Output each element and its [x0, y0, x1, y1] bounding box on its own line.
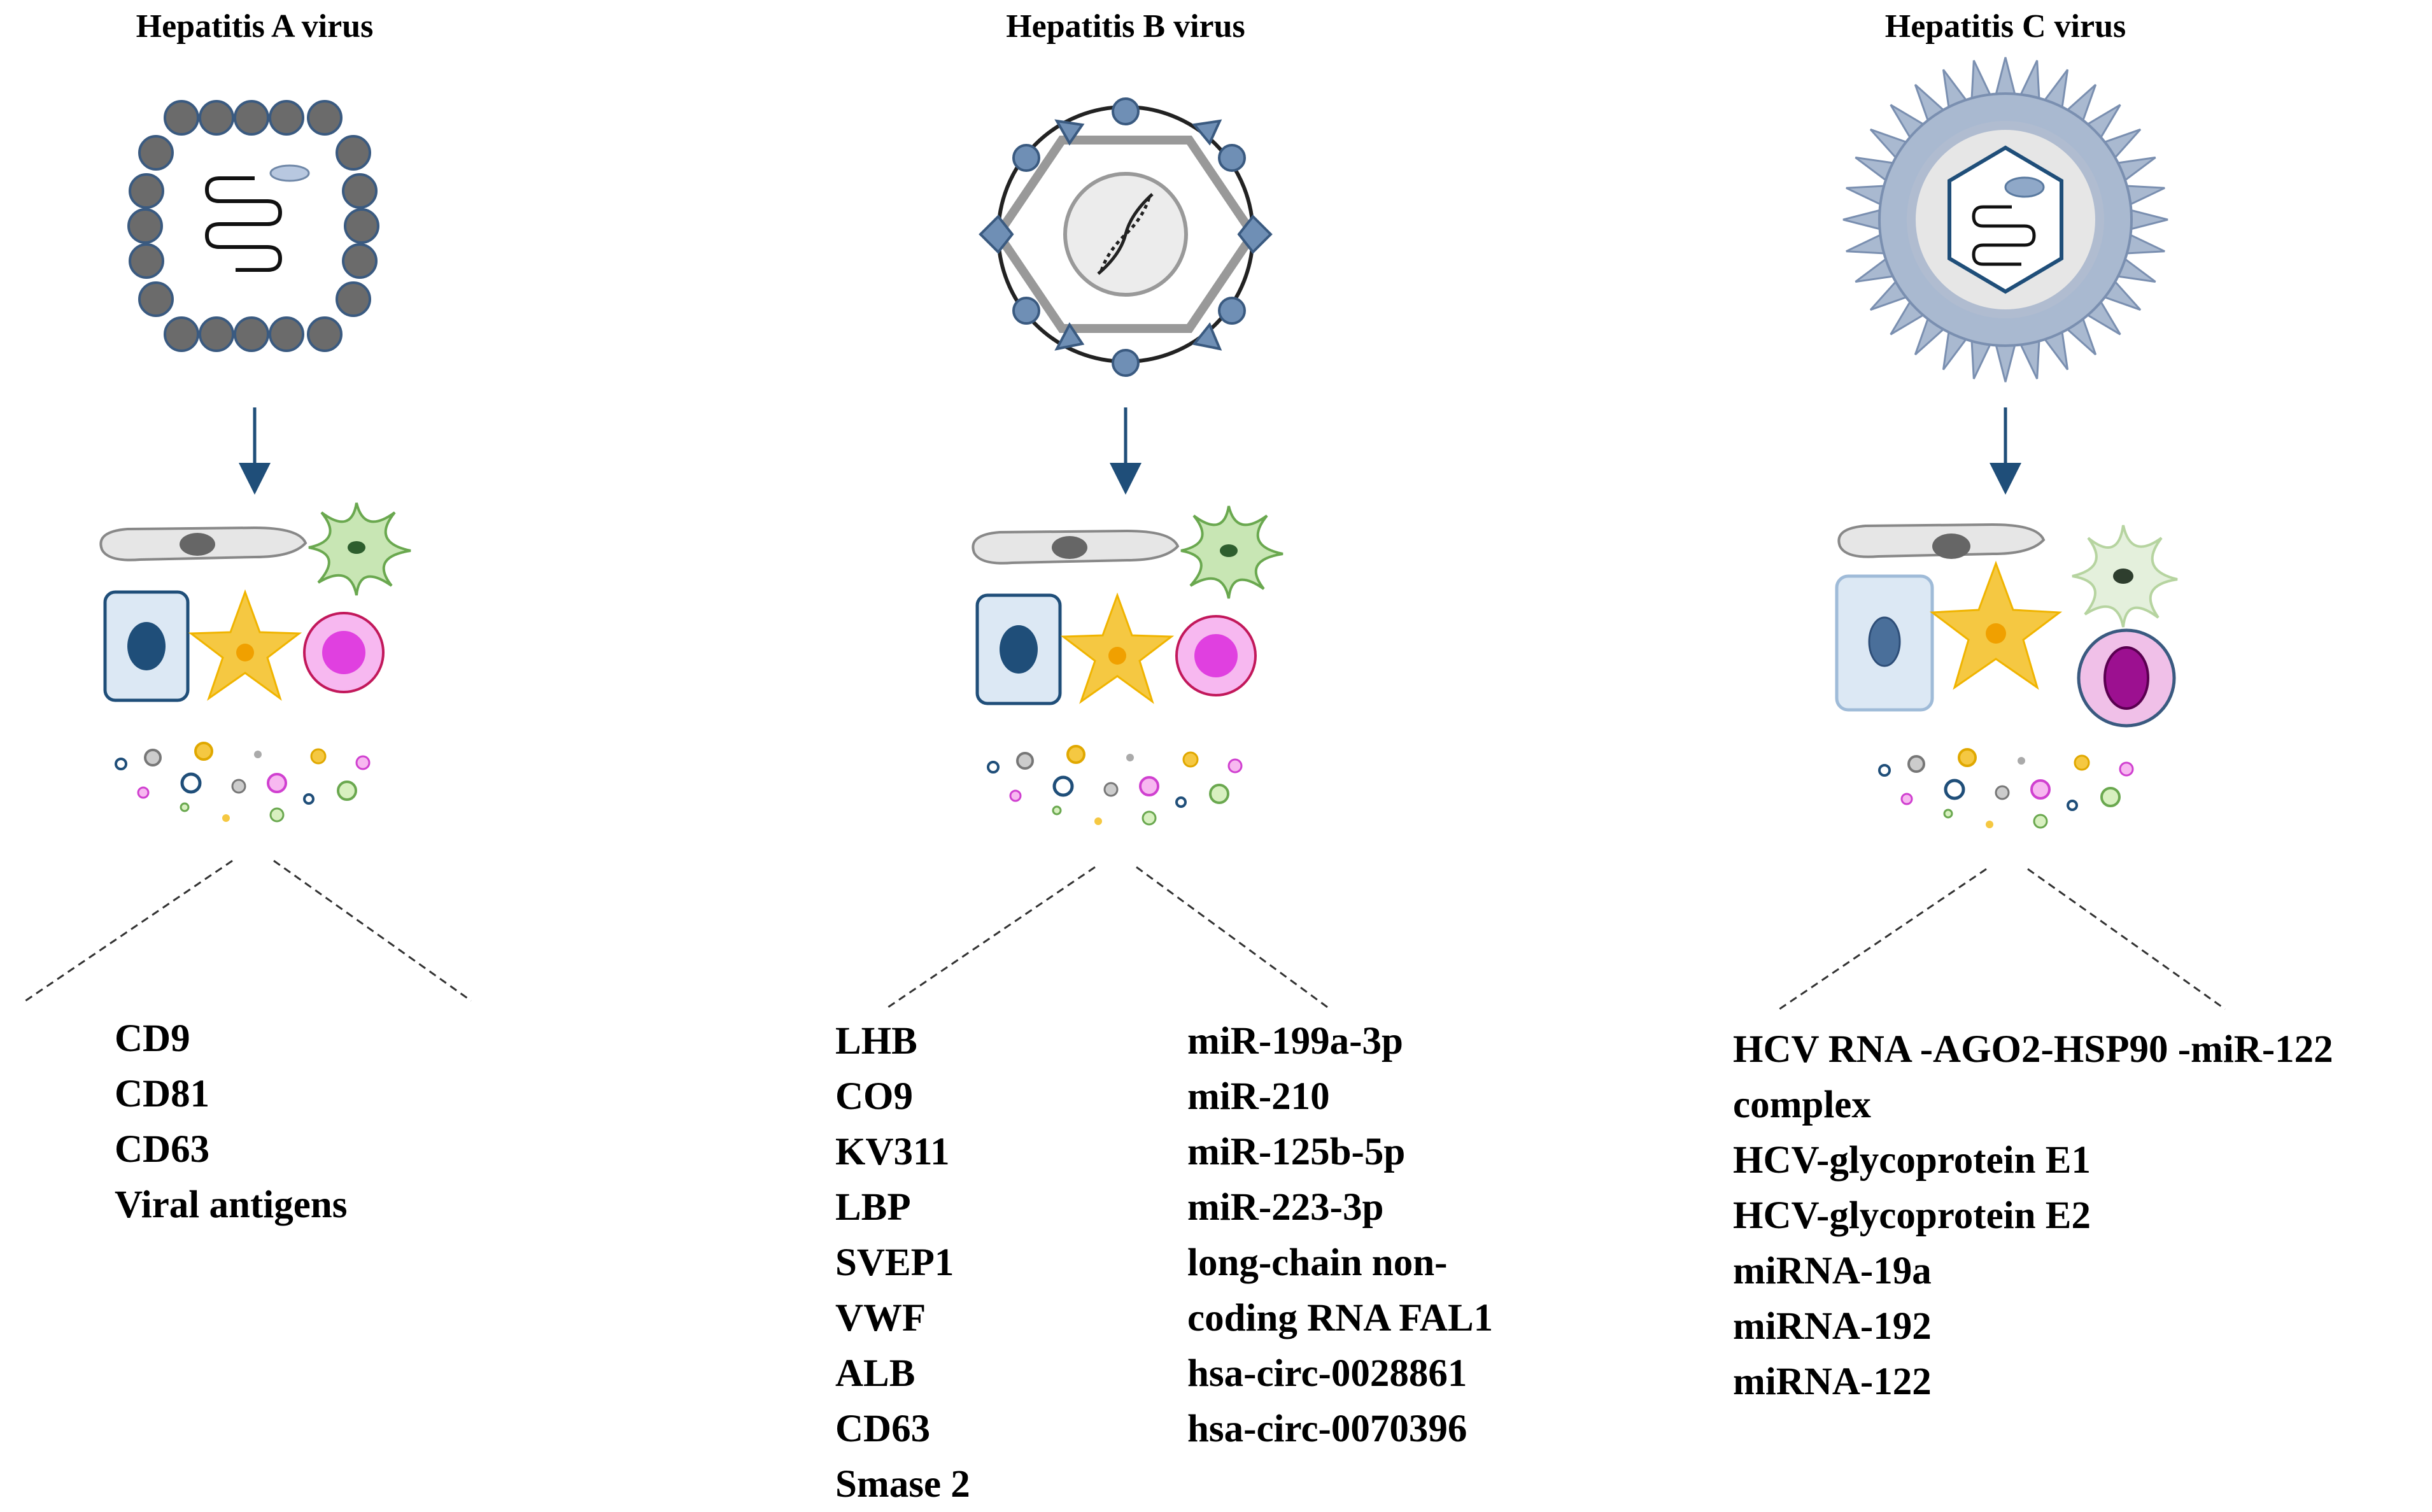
hcv-title: Hepatitis C virus	[1884, 8, 2126, 45]
hav-virus-icon	[127, 100, 379, 352]
hav-marker-list: CD9 CD81 CD63 Viral antigens	[115, 1011, 347, 1233]
list-item: Viral antigens	[115, 1183, 348, 1226]
list-item: long-chain non-coding RNA FAL1	[1187, 1241, 1494, 1339]
list-item: SVEP1	[835, 1241, 954, 1284]
list-item: VWF	[835, 1297, 926, 1339]
hcv-exosomes	[1879, 749, 2133, 828]
list-item: CD9	[115, 1017, 190, 1060]
list-item: KV311	[835, 1131, 950, 1173]
list-item: miRNA-19a	[1733, 1250, 1932, 1292]
hbv-marker-list-left: LHB CO9 KV311 LBP SVEP1 VWF ALB CD63 Sma…	[835, 1014, 970, 1512]
hav-dashed-line-left	[25, 859, 233, 1002]
hbv-cell-types	[973, 506, 1283, 703]
list-item: miR-125b-5p	[1187, 1131, 1406, 1173]
hbv-title: Hepatitis B virus	[1006, 8, 1245, 45]
hbv-dashed-line-right	[1136, 866, 1328, 1008]
hbv-dashed-line-left	[887, 866, 1096, 1008]
hav-dashed-line-right	[273, 859, 472, 1002]
list-item: CD63	[835, 1408, 931, 1450]
list-item: miRNA-122	[1733, 1360, 1932, 1403]
hcv-dashed-line-right	[2027, 868, 2226, 1010]
list-item: miR-223-3p	[1187, 1186, 1384, 1229]
hcv-cell-types	[1835, 523, 2178, 728]
hcv-marker-list: HCV RNA -AGO2-HSP90 -miR-122 complex HCV…	[1733, 1022, 2414, 1410]
hav-cell-types	[101, 503, 411, 700]
hcv-virus-icon	[1842, 57, 2168, 383]
hbv-exosomes	[988, 746, 1241, 825]
hbv-virus-icon	[979, 97, 1273, 377]
list-item: LHB	[835, 1020, 917, 1063]
list-item: LBP	[835, 1186, 911, 1229]
list-item: ALB	[835, 1352, 916, 1395]
list-item: CO9	[835, 1075, 913, 1118]
list-item: HCV-glycoprotein E2	[1733, 1194, 2091, 1237]
list-item: HCV-glycoprotein E1	[1733, 1139, 2091, 1182]
list-item: miRNA-192	[1733, 1305, 1932, 1348]
list-item: HCV RNA -AGO2-HSP90 -miR-122 complex	[1733, 1028, 2333, 1126]
hav-exosomes	[116, 743, 369, 822]
hav-title: Hepatitis A virus	[136, 8, 374, 45]
list-item: miR-199a-3p	[1187, 1020, 1403, 1063]
hbv-marker-list-right: miR-199a-3p miR-210 miR-125b-5p miR-223-…	[1187, 1014, 1582, 1457]
list-item: hsa-circ-0028861	[1187, 1352, 1467, 1395]
list-item: Smase 2	[835, 1463, 970, 1506]
list-item: miR-210	[1187, 1075, 1330, 1118]
list-item: CD81	[115, 1073, 210, 1115]
list-item: hsa-circ-0070396	[1187, 1408, 1467, 1450]
list-item: CD63	[115, 1128, 210, 1171]
hcv-dashed-line-left	[1779, 868, 1987, 1010]
